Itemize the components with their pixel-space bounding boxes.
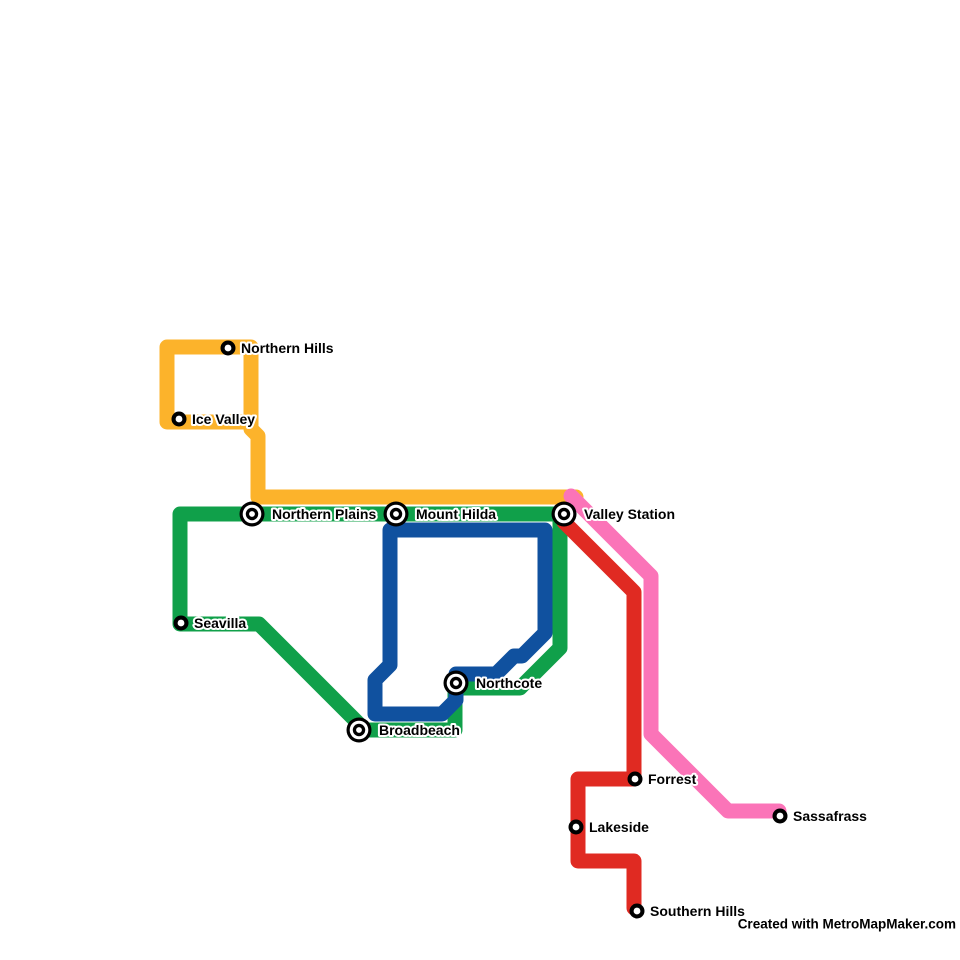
station-label-sassafrass: Sassafrass [793, 808, 867, 824]
yellow-line-main [243, 408, 584, 505]
station-valley-station[interactable] [551, 501, 577, 527]
station-label-seavilla: Seavilla [194, 615, 246, 631]
interchange-center [356, 727, 362, 733]
station-forrest[interactable] [627, 771, 643, 787]
station-label-southern-hills: Southern Hills [650, 903, 745, 919]
station-northern-plains[interactable] [239, 501, 265, 527]
station-sassafrass[interactable] [772, 808, 788, 824]
station-labels: Northern Hills Ice Valley Northern Plain… [190, 338, 869, 921]
station-label-lakeside: Lakeside [589, 819, 649, 835]
interchange-center [393, 511, 399, 517]
station-seavilla[interactable] [173, 615, 189, 631]
station-center [175, 415, 183, 423]
station-center [631, 775, 639, 783]
station-broadbeach[interactable] [346, 717, 372, 743]
station-northcote[interactable] [443, 670, 469, 696]
station-label-valley-station: Valley Station [584, 506, 675, 522]
station-label-northcote: Northcote [476, 675, 542, 691]
station-center [776, 812, 784, 820]
interchange-center [453, 680, 459, 686]
station-southern-hills[interactable] [629, 903, 645, 919]
interchange-center [561, 511, 567, 517]
station-mount-hilda[interactable] [383, 501, 409, 527]
station-markers [171, 340, 788, 919]
station-label-forrest: Forrest [648, 771, 697, 787]
station-northern-hills[interactable] [220, 340, 236, 356]
station-label-mount-hilda: Mount Hilda [416, 506, 496, 522]
station-center [633, 907, 641, 915]
station-center [572, 823, 580, 831]
pink-line [563, 488, 787, 819]
station-label-northern-plains: Northern Plains [272, 506, 376, 522]
station-label-broadbeach: Broadbeach [379, 722, 460, 738]
station-ice-valley[interactable] [171, 411, 187, 427]
red-line [556, 514, 642, 916]
station-label-northern-hills: Northern Hills [241, 340, 334, 356]
station-label-ice-valley: Ice Valley [192, 411, 255, 427]
station-center [224, 344, 232, 352]
station-lakeside[interactable] [568, 819, 584, 835]
interchange-center [249, 511, 255, 517]
station-center [177, 619, 185, 627]
rail-lines [159, 339, 787, 916]
attribution-text: Created with MetroMapMaker.com [738, 917, 956, 932]
